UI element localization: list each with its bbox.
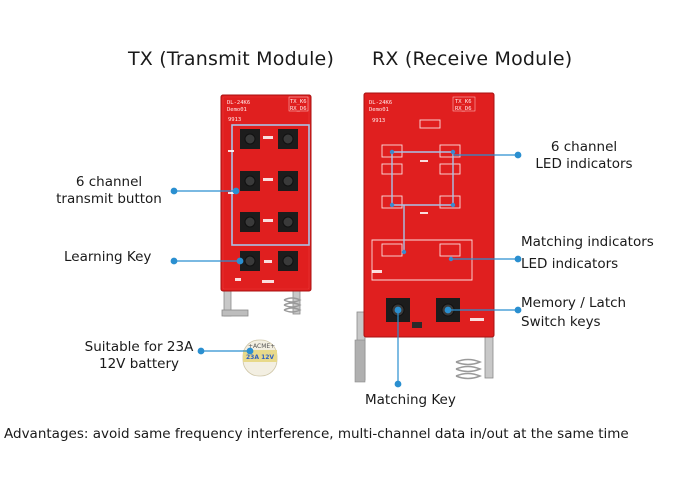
battery-label: 23A 12V [246,354,274,361]
rx-code: 9913 [372,118,385,124]
rx-demo-marking: Demo01 [369,107,389,113]
callout-lines [170,151,522,388]
tx-board: DL-24K6 Demo01 TX_K6 RX_D6 9913 [220,94,312,317]
tx-model-marking: DL-24K6 [227,100,250,106]
rx-title: RX (Receive Module) [372,48,573,70]
callout-led-indicators: 6 channel LED indicators [535,139,633,172]
tx-title: TX (Transmit Module) [128,48,335,70]
tx-demo-marking: Demo01 [227,107,247,113]
rx-led-footprints [371,119,473,281]
tx-buttons [240,129,298,271]
callout-matching-led: LED indicators [521,256,619,272]
callout-matching-indicators: Matching indicators [521,234,654,250]
tx-tag-b: RX_D6 [290,106,307,112]
battery-top-text: +ACME+ [248,343,275,350]
tx-code: 9913 [228,117,241,123]
advantages-caption: Advantages: avoid same frequency interfe… [4,426,629,442]
battery-23a: +ACME+ 23A 12V [242,339,278,377]
rx-board: DL-24K6 Demo01 TX_K6 RX_D6 9913 [354,92,495,383]
tx-button-highlight [231,124,310,246]
callout-battery: Suitable for 23A 12V battery [84,339,194,372]
callout-switch-keys: Switch keys [521,314,601,330]
tx-tag-a: TX_K6 [290,99,307,105]
callout-tx-buttons: 6 channel transmit button [56,174,162,207]
rx-tag-b: RX_D6 [455,106,472,112]
rx-tag-a: TX_K6 [455,99,472,105]
rx-led-highlight [391,151,454,252]
callout-memory-latch: Memory / Latch [521,295,627,311]
rx-model-marking: DL-24K6 [369,100,392,106]
callout-matching-key: Matching Key [365,392,456,408]
callout-learning-key: Learning Key [64,249,152,265]
